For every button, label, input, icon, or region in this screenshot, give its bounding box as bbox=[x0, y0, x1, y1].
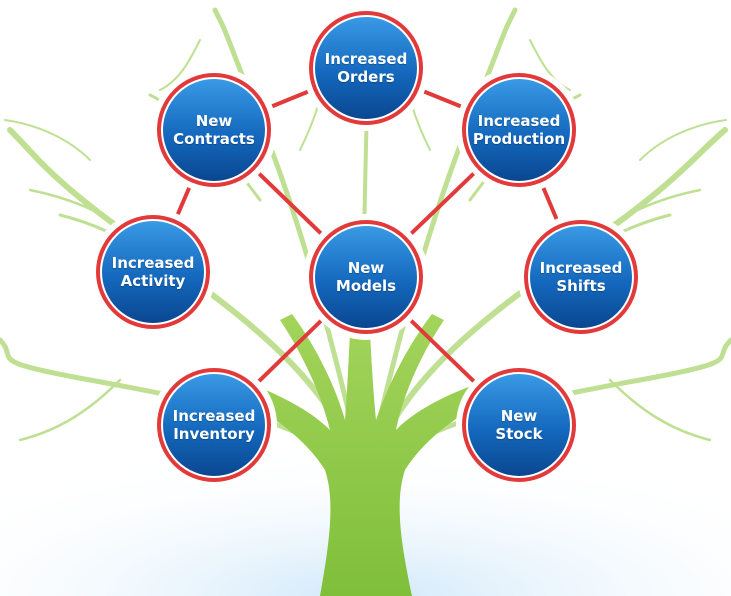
node-blue-disc bbox=[466, 372, 572, 478]
tree-trunk bbox=[200, 290, 530, 596]
node-increased-activity bbox=[90, 209, 216, 335]
node-increased-orders bbox=[303, 5, 429, 131]
node-blue-disc bbox=[528, 224, 634, 330]
node-blue-disc bbox=[161, 77, 267, 183]
node-increased-shifts bbox=[518, 214, 644, 340]
node-new-models bbox=[303, 214, 429, 340]
node-new-stock bbox=[456, 362, 582, 488]
node-blue-disc bbox=[100, 219, 206, 325]
node-increased-inventory bbox=[151, 362, 277, 488]
node-increased-production bbox=[456, 67, 582, 193]
node-blue-disc bbox=[161, 372, 267, 478]
node-blue-disc bbox=[313, 224, 419, 330]
node-layer bbox=[90, 5, 644, 488]
node-blue-disc bbox=[466, 77, 572, 183]
node-new-contracts bbox=[151, 67, 277, 193]
node-blue-disc bbox=[313, 15, 419, 121]
